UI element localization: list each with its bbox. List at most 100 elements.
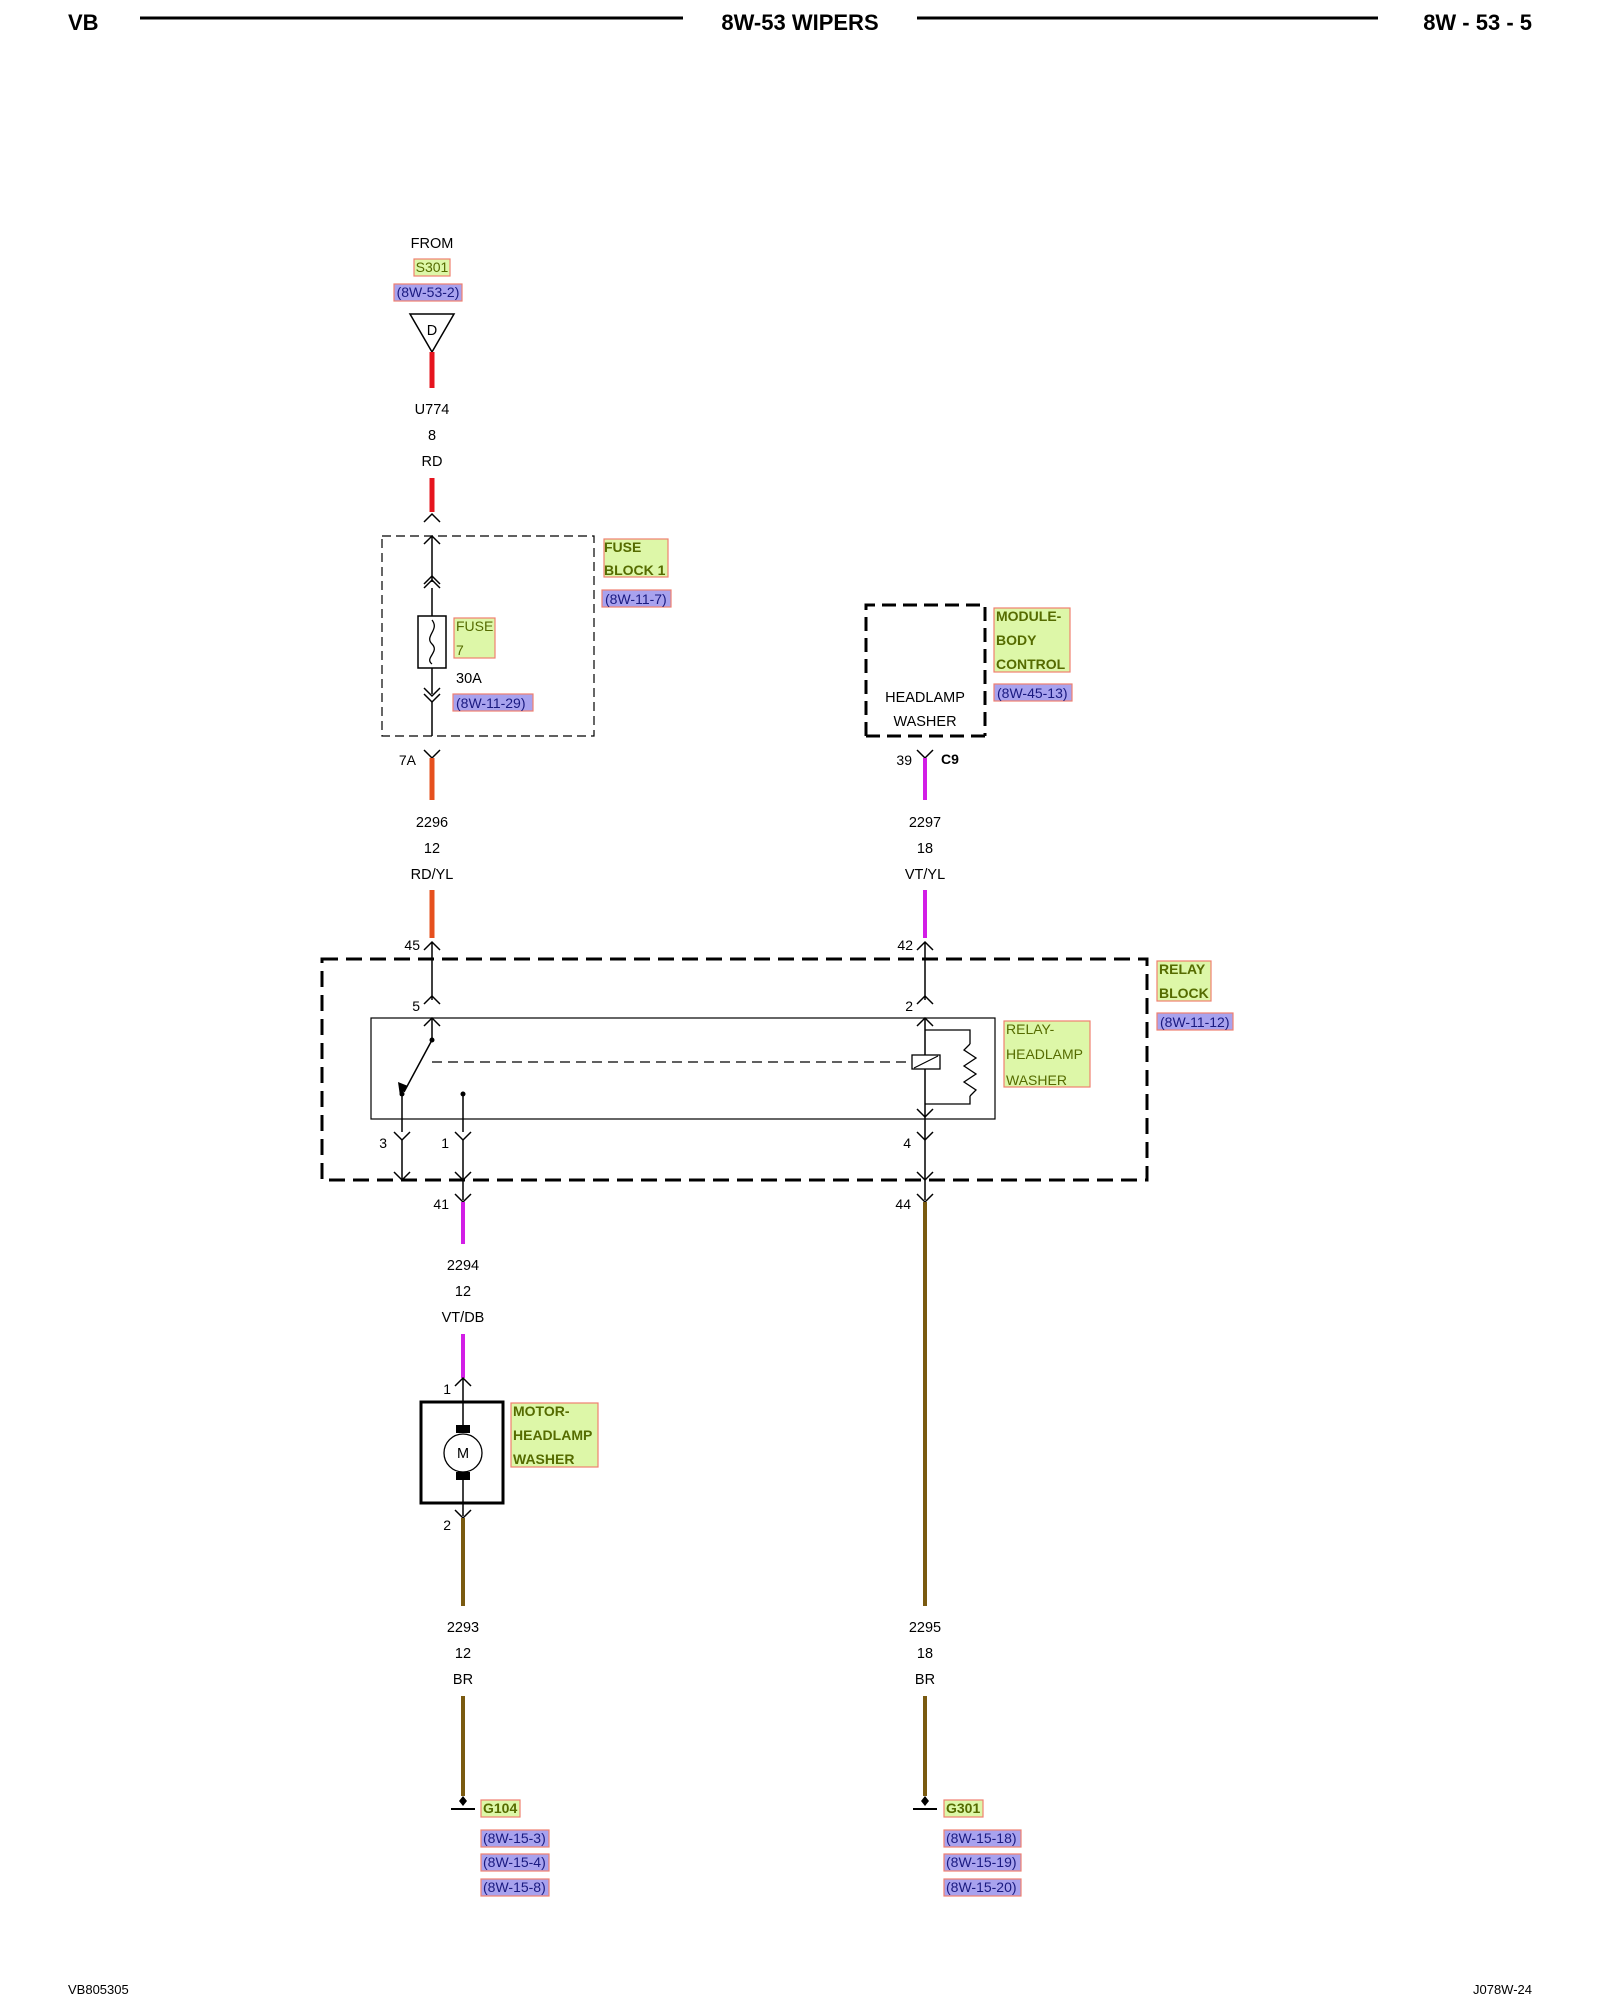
relay-name-line1[interactable]: RELAY-	[1006, 1021, 1055, 1037]
relay-block-pin-44: 44	[895, 1196, 911, 1212]
fuse-output-pin: 7A	[399, 752, 417, 768]
relay-pin-5: 5	[412, 998, 420, 1014]
ground-g104: G104 (8W-15-3) (8W-15-4) (8W-15-8)	[451, 1796, 550, 1897]
relay-name-line2[interactable]: HEADLAMP	[1006, 1046, 1083, 1062]
relay-pin-5-connector	[423, 994, 441, 1005]
relay-block-name-line2[interactable]: BLOCK	[1159, 985, 1209, 1001]
wire-2294-circuit: 2294	[447, 1258, 479, 1274]
fuse-block: FUSE BLOCK 1 (8W-11-7) FUSE 7 30A (8W-11…	[381, 512, 672, 737]
page-header: VB 8W-53 WIPERS 8W - 53 - 5	[68, 10, 1532, 35]
ground-g301-ref-2-box	[943, 1853, 1022, 1872]
module-ref-box	[993, 683, 1073, 702]
header-page-number: 8W - 53 - 5	[1423, 10, 1532, 35]
module-connector-c9: C9	[941, 751, 959, 767]
footer-right-code: J078W-24	[1473, 1982, 1532, 1997]
module-name-line2[interactable]: BODY	[996, 632, 1037, 648]
relay-coil-diagonal	[913, 1055, 939, 1069]
wire-2293-gauge: 12	[455, 1646, 471, 1662]
fuse-7-ref-link[interactable]: (8W-11-29)	[456, 695, 526, 711]
relay-block-pin-45: 45	[404, 937, 420, 953]
fuse-block-name-line1[interactable]: FUSE	[604, 539, 641, 555]
motor-headlamp-washer: 1 M 2 MOTOR- HEADLAMP WASHER	[419, 1376, 599, 1533]
splice-ref-link[interactable]: (8W-53-2)	[397, 284, 460, 300]
ground-g104-ref-3-link[interactable]: (8W-15-8)	[483, 1879, 546, 1895]
ground-g104-ref-2-box	[480, 1853, 550, 1872]
wire-2293-circuit: 2293	[447, 1620, 479, 1636]
relay-pin-2-connector	[916, 994, 934, 1005]
fuse-block-input-connector	[423, 512, 441, 523]
relay-switch-arm	[403, 1039, 433, 1093]
fuse-output-chevron-1	[423, 687, 441, 698]
fuse-block-ref-link[interactable]: (8W-11-7)	[605, 591, 667, 607]
splice-connector-letter: D	[427, 323, 437, 339]
header-left-code: VB	[68, 10, 99, 35]
fuse-7-name-line2[interactable]: 7	[456, 642, 464, 658]
relay-pin-2: 2	[905, 998, 913, 1014]
ground-g104-tag-box	[480, 1799, 521, 1818]
fuse-block-ref-box	[601, 589, 672, 608]
motor-brush-bottom	[456, 1472, 470, 1480]
module-function-line2: WASHER	[893, 714, 956, 730]
splice-name[interactable]: S301	[416, 259, 449, 275]
relay-block-ref-link[interactable]: (8W-11-12)	[1160, 1014, 1230, 1030]
motor-name-line2[interactable]: HEADLAMP	[513, 1427, 592, 1443]
motor-pin-1: 1	[443, 1381, 451, 1397]
relay-coil-output-chevron	[916, 1108, 934, 1119]
module-pin-connector	[916, 749, 934, 760]
ground-g104-ref-1-link[interactable]: (8W-15-3)	[483, 1830, 546, 1846]
motor-pin-2: 2	[443, 1517, 451, 1533]
motor-name-line1[interactable]: MOTOR-	[513, 1403, 570, 1419]
fuse-block-name-line2[interactable]: BLOCK 1	[604, 562, 666, 578]
relay-block-pin-41: 41	[433, 1196, 449, 1212]
ground-g301-ref-2-link[interactable]: (8W-15-19)	[946, 1854, 1017, 1870]
module-pin-39: 39	[896, 752, 912, 768]
module-tag-box	[993, 607, 1071, 673]
relay-block-name-line1[interactable]: RELAY	[1159, 961, 1206, 977]
wire-2294-gauge: 12	[455, 1284, 471, 1300]
splice-ref-box	[393, 283, 463, 302]
wire-u774-color: RD	[422, 454, 443, 470]
relay-pin-4: 4	[903, 1135, 911, 1151]
wire-2295-gauge: 18	[917, 1646, 933, 1662]
relay-pin-3: 3	[379, 1135, 387, 1151]
ground-g301-ref-1-link[interactable]: (8W-15-18)	[946, 1830, 1017, 1846]
ground-g104-name[interactable]: G104	[483, 1800, 517, 1816]
module-ref-link[interactable]: (8W-45-13)	[997, 685, 1068, 701]
relay-resistor-lead-top	[925, 1029, 971, 1044]
ground-g301-ref-3-box	[943, 1878, 1022, 1897]
fuse-input-chevron-2	[423, 574, 441, 585]
wire-2297-gauge: 18	[917, 841, 933, 857]
wire-2296-gauge: 12	[424, 841, 440, 857]
wire-2293-color: BR	[453, 1672, 473, 1688]
wire-u774-circuit: U774	[415, 402, 450, 418]
fuse-7-rating: 30A	[456, 671, 482, 687]
fuse-output-connector	[423, 749, 441, 760]
module-name-line3[interactable]: CONTROL	[996, 656, 1066, 672]
module-function-line1: HEADLAMP	[885, 690, 965, 706]
wire-u774-gauge: 8	[428, 428, 436, 444]
relay-block-ref-box	[1156, 1012, 1234, 1031]
relay-name-line3[interactable]: WASHER	[1006, 1072, 1067, 1088]
relay-pin-1-arrow	[454, 1171, 472, 1182]
fuse-7-tag-box	[453, 617, 496, 659]
relay-block-tag-box	[1156, 960, 1212, 1002]
ground-g301-tag-box	[943, 1799, 984, 1818]
motor-name-line3[interactable]: WASHER	[513, 1451, 574, 1467]
fuse-input-chevron-3	[423, 578, 441, 589]
module-name-line1[interactable]: MODULE-	[996, 608, 1062, 624]
wire-2295-circuit: 2295	[909, 1620, 941, 1636]
ground-g104-ref-1-box	[480, 1829, 550, 1848]
relay-block: 45 42 5 2 3	[320, 937, 1234, 1200]
ground-g301-icon	[921, 1796, 929, 1806]
wire-2297-circuit: 2297	[909, 815, 941, 831]
relay-resistor-lead-bottom	[925, 1096, 971, 1105]
module-body-control: HEADLAMP WASHER MODULE- BODY CONTROL (8W…	[864, 603, 1073, 738]
fuse-7-name-line1[interactable]: FUSE	[456, 618, 493, 634]
ground-g301-name[interactable]: G301	[946, 1800, 980, 1816]
ground-g301-ref-3-link[interactable]: (8W-15-20)	[946, 1879, 1017, 1895]
ground-g301: G301 (8W-15-18) (8W-15-19) (8W-15-20)	[913, 1796, 1022, 1897]
ground-g104-ref-2-link[interactable]: (8W-15-4)	[483, 1854, 546, 1870]
splice-connector-triangle	[408, 313, 456, 354]
relay-pin-3-connector	[393, 1131, 411, 1142]
